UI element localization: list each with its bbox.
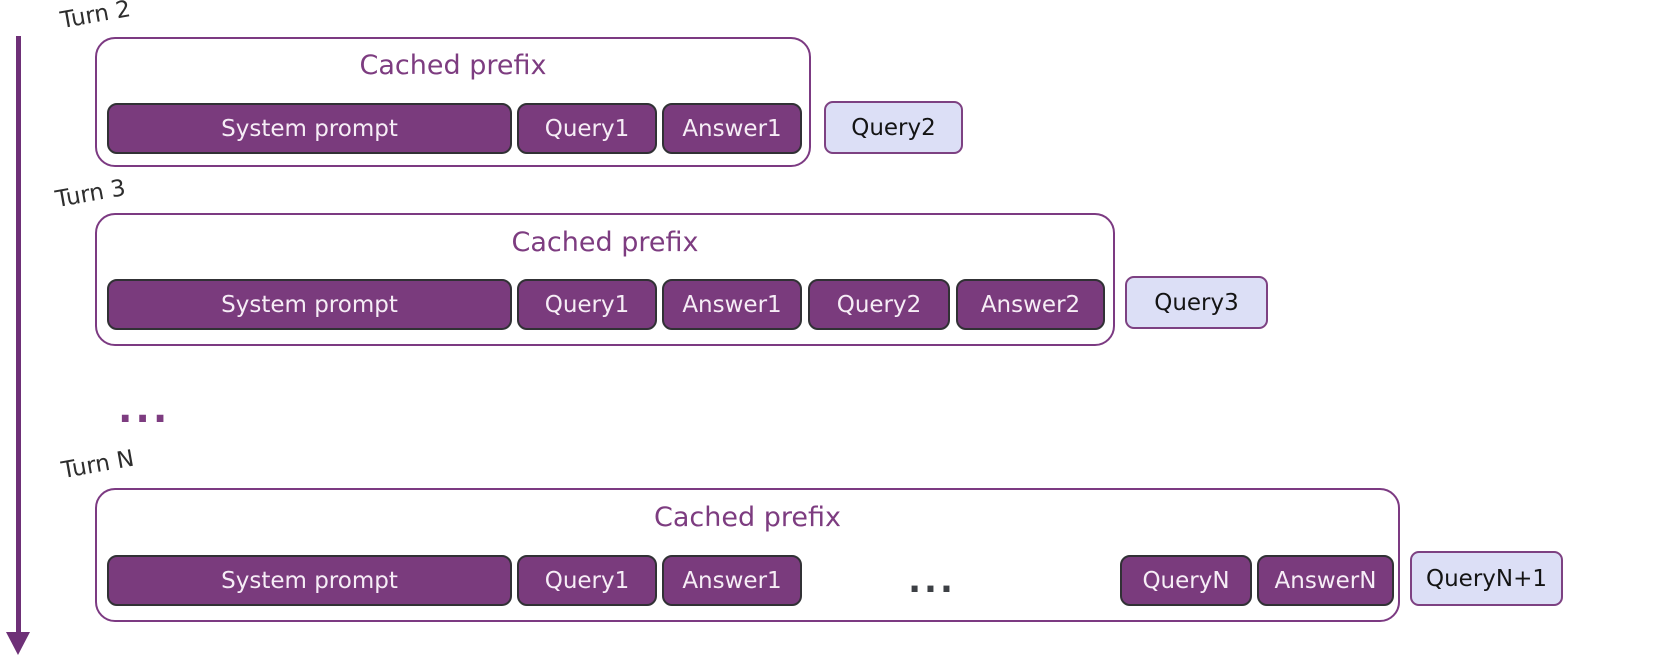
cached-prefix-title: Cached prefix	[359, 50, 547, 81]
block-answer-n: AnswerN	[1257, 555, 1394, 606]
block-answer1: Answer1	[662, 555, 802, 606]
rows-ellipsis: ...	[118, 387, 171, 431]
block-query-n: QueryN	[1120, 555, 1252, 606]
block-query1: Query1	[517, 279, 657, 330]
turn-2-label: Turn 2	[58, 0, 133, 35]
new-query-block-query3: Query3	[1125, 276, 1268, 329]
block-system-prompt: System prompt	[107, 279, 512, 330]
cached-prefix-title: Cached prefix	[654, 502, 841, 533]
cached-prefix-container-turn-n: Cached prefix System prompt Query1 Answe…	[95, 488, 1400, 622]
block-system-prompt: System prompt	[107, 103, 512, 154]
block-answer2: Answer2	[956, 279, 1105, 330]
turn-3-label: Turn 3	[53, 175, 128, 213]
block-query2: Query2	[808, 279, 950, 330]
cached-prefix-container-turn2: Cached prefix System prompt Query1 Answe…	[95, 37, 811, 167]
turn-n-label: Turn N	[59, 445, 137, 484]
arrow-down-icon	[6, 632, 30, 655]
block-query1: Query1	[517, 103, 657, 154]
turn-timeline-arrow-line	[16, 36, 21, 634]
cached-prefix-container-turn3: Cached prefix System prompt Query1 Answe…	[95, 213, 1115, 346]
block-system-prompt: System prompt	[107, 555, 512, 606]
block-answer1: Answer1	[662, 279, 802, 330]
block-query1: Query1	[517, 555, 657, 606]
block-answer1: Answer1	[662, 103, 802, 154]
new-query-block-query2: Query2	[824, 101, 963, 154]
new-query-block-query-n-plus-1: QueryN+1	[1410, 551, 1563, 606]
cached-prefix-title: Cached prefix	[511, 227, 699, 258]
inner-blocks-ellipsis: ...	[908, 560, 956, 601]
